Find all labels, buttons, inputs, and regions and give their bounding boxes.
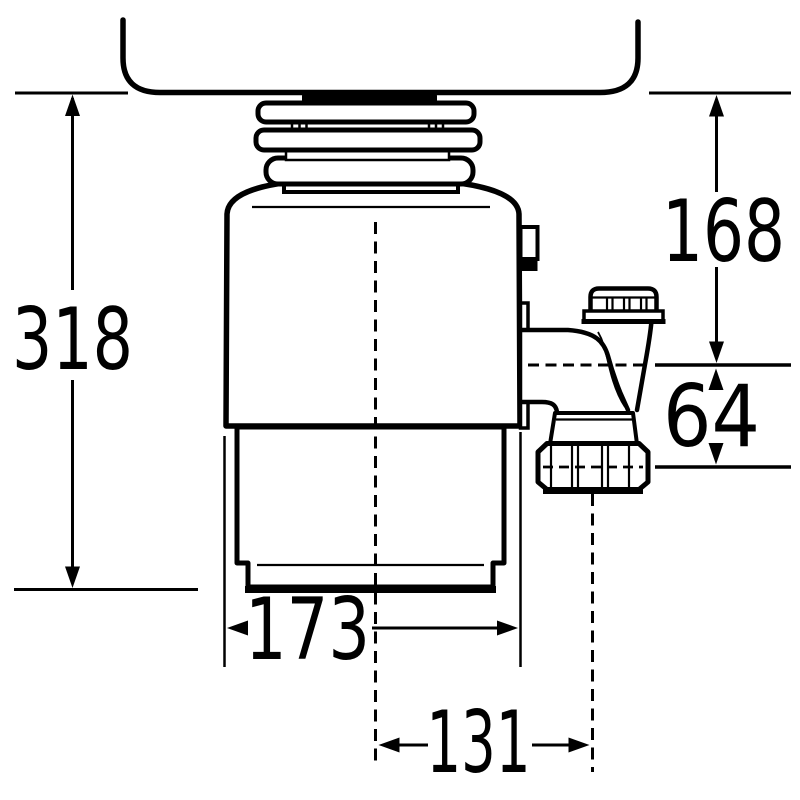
dim-overall-height-label: 318 <box>12 290 133 390</box>
funnel-right-edge <box>634 318 654 413</box>
side-mount-tab-base <box>520 257 538 271</box>
dim-body-width-label: 173 <box>245 580 370 680</box>
mount-cushion-ring <box>263 155 476 187</box>
elbow-bottom-edge <box>519 399 560 415</box>
arrowhead-down-icon <box>708 443 724 465</box>
sink-gasket <box>302 94 437 103</box>
dimension-outlet-drop: 64 <box>655 367 791 469</box>
arrowhead-up-icon <box>708 368 724 390</box>
arrowhead-right-icon <box>497 620 518 636</box>
dimension-sink-to-outlet: 168 <box>655 95 791 367</box>
trap-funnel-fill <box>566 320 653 411</box>
arrowhead-up-icon <box>65 94 80 116</box>
mount-support-ring <box>253 127 483 153</box>
dimension-overall-height: 318 <box>12 94 198 591</box>
dim-outlet-drop-label: 64 <box>663 367 760 467</box>
outlet-trap-assembly <box>519 286 666 772</box>
dimension-centre-offset: 131 <box>378 693 590 793</box>
arrowhead-up-icon <box>709 95 724 117</box>
arrowhead-right-icon <box>568 737 590 753</box>
trap-collar <box>548 411 639 446</box>
arrowhead-left-icon <box>378 737 400 753</box>
arrowhead-left-icon <box>227 620 248 636</box>
dim-sink-to-outlet-label: 168 <box>662 182 785 282</box>
funnel-inner-line <box>597 331 626 408</box>
body-shell <box>223 179 523 429</box>
disposer-body <box>223 179 540 764</box>
dimension-body-width: 173 <box>223 432 522 680</box>
elbow-top-edge <box>519 327 631 413</box>
dim-centre-offset-label: 131 <box>427 693 531 793</box>
arrowhead-down-icon <box>65 566 80 588</box>
sink-outline <box>120 17 641 96</box>
mount-top-ring <box>255 100 477 125</box>
lower-body <box>234 424 507 590</box>
side-mount-tab <box>518 225 540 261</box>
arrowhead-down-icon <box>709 341 724 363</box>
sink-section <box>15 17 791 96</box>
mounting-assembly <box>253 94 483 194</box>
